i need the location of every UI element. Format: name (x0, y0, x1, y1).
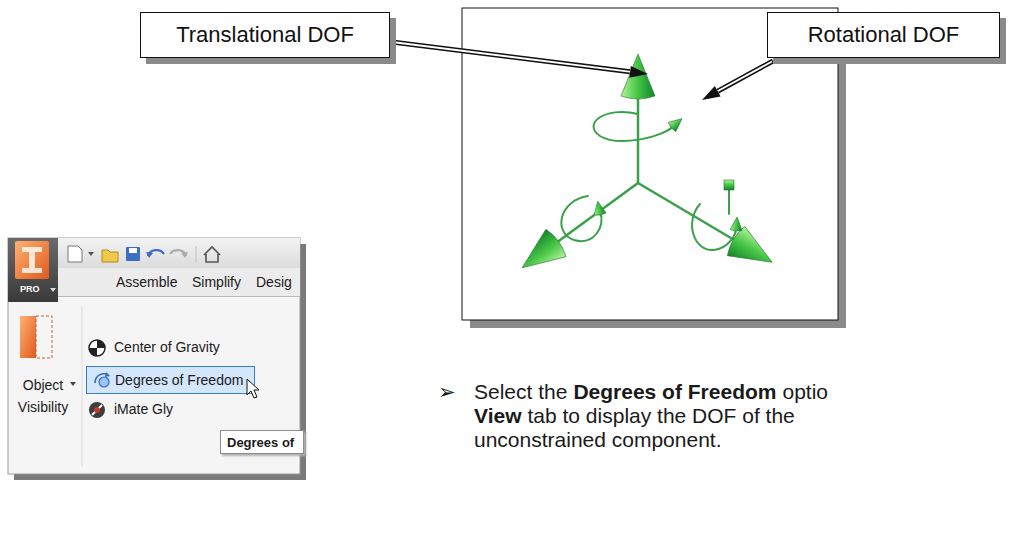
ribbon-tab: Assemble (116, 274, 177, 290)
dof-cones (512, 54, 781, 282)
node-text: Rotational DOF (808, 22, 960, 48)
instruction-text: Select the (474, 380, 567, 404)
node-text: Translational DOF (176, 22, 354, 48)
callout-box: Translational DOF (140, 12, 390, 58)
ribbon-button-label: Object Visibility (10, 374, 76, 418)
instruction-text: unconstrained component. (474, 428, 722, 452)
instruction-text: View (474, 404, 521, 428)
ribbon-tab: Simplify (192, 274, 241, 290)
mouse-cursor (246, 378, 260, 400)
node-text: Degrees of (227, 435, 294, 450)
dof-glyph (556, 96, 736, 250)
ribbon-screenshot (8, 238, 306, 480)
bullet-marker: ➢ (438, 380, 456, 404)
ribbon-command: iMate Gly (114, 401, 173, 417)
callout-box: Rotational DOF (767, 12, 1000, 58)
mouse-cursor-shape (247, 379, 259, 398)
dof-icon-part (105, 372, 110, 377)
node-text: Degrees of Freedom (115, 372, 243, 388)
dof-icon-part (99, 377, 109, 387)
edition-badge: PRO (20, 284, 40, 294)
highlighted-button: Degrees of Freedom (86, 366, 255, 394)
leader-arrow (702, 61, 773, 100)
tooltip-box: Degrees of (220, 430, 304, 454)
instruction-text: optio (782, 380, 828, 404)
instruction-text: Degrees of Freedom (573, 380, 776, 404)
ribbon-tab: Desig (256, 274, 292, 290)
leader-arrow (392, 42, 648, 78)
dof-icon (93, 371, 111, 389)
instruction-text: tab to display the DOF of the (527, 404, 794, 428)
ribbon-command: Center of Gravity (114, 339, 220, 355)
